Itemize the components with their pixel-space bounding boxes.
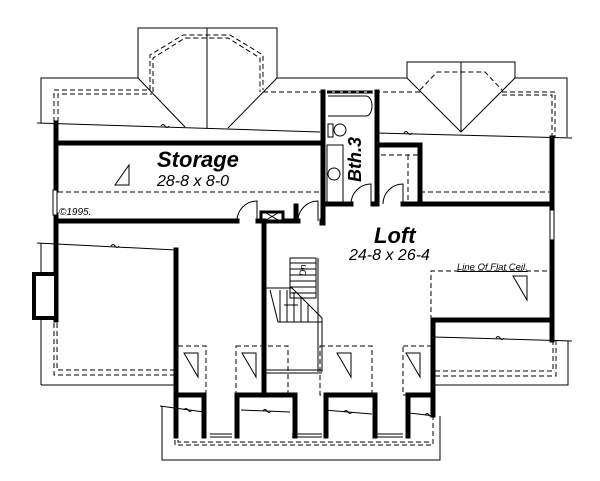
storage-room-dimensions: 28-8 x 8-0 xyxy=(157,173,230,190)
storage-room-name: Storage xyxy=(157,147,239,172)
bath-walls xyxy=(320,89,380,226)
closet-walls xyxy=(374,142,555,207)
roof-eave-top xyxy=(36,77,573,139)
dormer-top-right xyxy=(406,61,516,133)
attic-hatch xyxy=(259,210,285,223)
storage-door xyxy=(236,200,258,222)
bathtub xyxy=(328,95,373,117)
slope-arrows xyxy=(114,163,528,379)
break-marks xyxy=(110,124,505,417)
loft-room-name: Loft xyxy=(374,223,416,248)
staircase xyxy=(266,257,323,374)
hall-door xyxy=(297,200,319,222)
sink-vanity xyxy=(326,144,344,204)
closet-door xyxy=(382,183,404,205)
right-wing xyxy=(433,336,573,386)
flat-ceiling-note: Line Of Flat Ceil. xyxy=(457,262,528,273)
stair-down-label: Dn xyxy=(298,264,308,276)
copyright-note: ©1995. xyxy=(59,207,92,218)
bath-room-name: Bth.3 xyxy=(345,137,365,182)
toilet xyxy=(327,123,347,138)
dormer-bays xyxy=(177,345,434,396)
dormers-bottom xyxy=(159,392,441,461)
bath-door xyxy=(350,183,372,205)
dormer-top-left xyxy=(137,27,278,129)
flat-ceiling-line xyxy=(430,270,550,320)
chimney xyxy=(32,272,58,320)
loft-room-dimensions: 24-8 x 26-4 xyxy=(349,247,430,264)
